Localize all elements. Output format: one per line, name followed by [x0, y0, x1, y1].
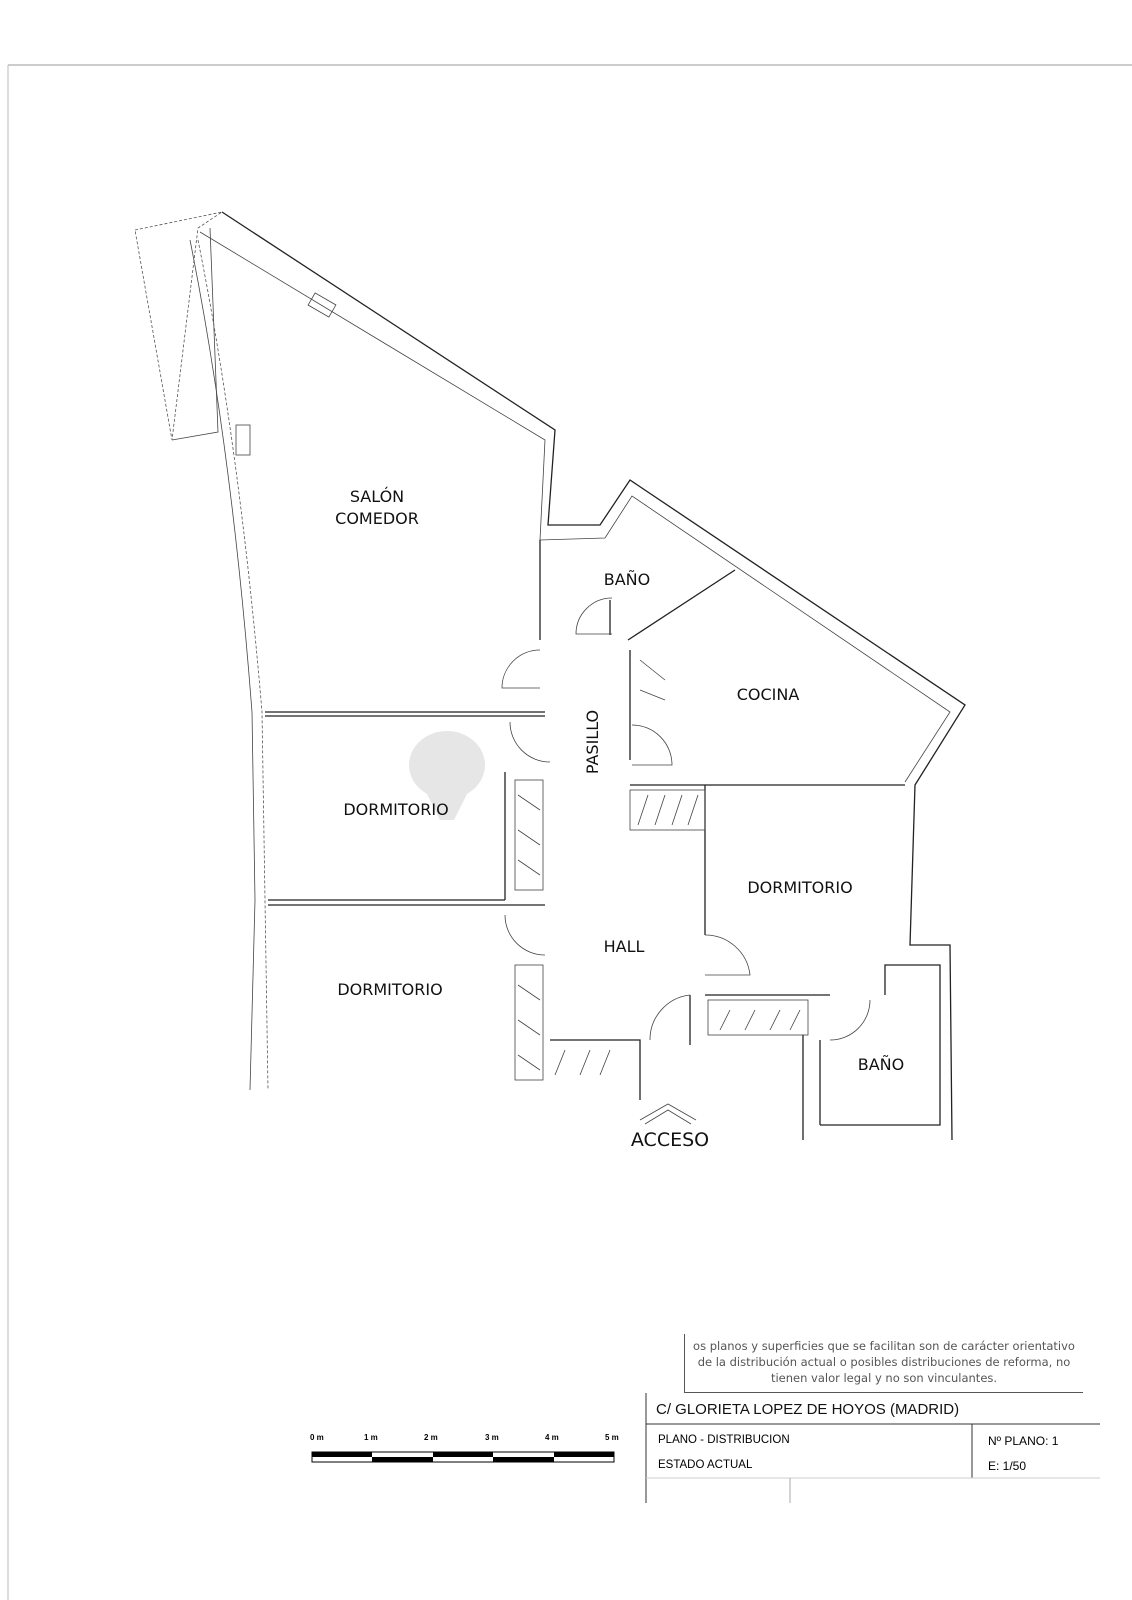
title-block-frame: [645, 1393, 1100, 1503]
door-dormitorio-2: [504, 914, 546, 956]
outer-wall-inner-face: [199, 231, 951, 783]
closet: [514, 779, 544, 891]
access-arrow-icon: [639, 1103, 697, 1125]
room-label-dormitorio: DORMITORIO: [747, 878, 852, 897]
door-bano-2: [829, 999, 871, 1041]
closet-doors: [719, 1009, 801, 1031]
room-label-pasillo: PASILLO: [583, 710, 602, 774]
door-salon: [501, 649, 541, 689]
closet-doors: [637, 794, 699, 826]
room-label-bano: BAÑO: [858, 1055, 904, 1074]
scale-bar: [311, 1451, 615, 1463]
door-cocina: [631, 724, 673, 766]
room-label-comedor: COMEDOR: [335, 509, 419, 528]
closet-doors: [517, 794, 541, 1071]
plan-type: PLANO - DISTRIBUCION: [658, 1434, 790, 1446]
closet: [629, 789, 706, 831]
scale-label: 4 m: [545, 1433, 559, 1442]
pillar: [235, 424, 251, 456]
remax-watermark-icon: [409, 731, 485, 820]
wall-dormitorios: [268, 899, 545, 906]
door-bano: [575, 597, 613, 635]
balcony-outline: [134, 211, 223, 441]
plan-scale: E: 1/50: [988, 1459, 1027, 1473]
pillar: [307, 292, 337, 318]
closet: [707, 999, 809, 1036]
room-label-cocina: COCINA: [737, 685, 800, 704]
room-label-dormitorio: DORMITORIO: [343, 800, 448, 819]
room-label-dormitorio: DORMITORIO: [337, 980, 442, 999]
access-label: ACCESO: [631, 1129, 709, 1151]
bano-2-walls: [819, 964, 941, 1126]
scale-label: 1 m: [364, 1433, 378, 1442]
scale-label: 2 m: [424, 1433, 438, 1442]
closet: [514, 964, 544, 1081]
room-label-hall: HALL: [604, 937, 645, 956]
scale-label: 5 m: [605, 1433, 619, 1442]
wall-salon-dormitorio: [265, 711, 545, 717]
plan-number: Nº PLANO: 1: [988, 1434, 1059, 1448]
wall-hall-south: [550, 1039, 641, 1100]
wall-dormitorio-3: [630, 784, 905, 935]
scale-label: 0 m: [310, 1433, 324, 1442]
plan-state: ESTADO ACTUAL: [658, 1459, 753, 1471]
scale-label: 3 m: [485, 1433, 499, 1442]
door-dormitorio: [509, 721, 551, 763]
wall-bano-2: [705, 994, 830, 1140]
facade-wall-west: [197, 239, 269, 1091]
balcony-edge: [171, 227, 219, 441]
kitchen-counter: [639, 659, 666, 701]
outer-wall-north-east: [221, 211, 966, 1141]
title-block: C/ GLORIETA LOPEZ DE HOYOS (MADRID) PLAN…: [646, 1393, 1132, 1533]
room-label-bano: BAÑO: [604, 570, 650, 589]
facade-wall-west-outer: [189, 239, 256, 1091]
door-dormitorio-3: [704, 934, 751, 976]
door-entrance: [649, 994, 691, 1041]
address-title: C/ GLORIETA LOPEZ DE HOYOS (MADRID): [656, 1401, 960, 1418]
wall-kitchen: [627, 569, 736, 760]
room-label-salon: SALÓN: [350, 487, 404, 506]
closet-doors: [554, 1049, 611, 1076]
disclaimer-note: os planos y superficies que se facilitan…: [684, 1334, 1083, 1393]
